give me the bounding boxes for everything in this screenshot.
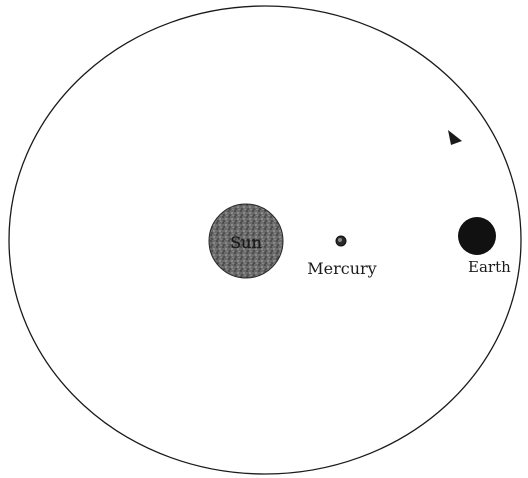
earth-label: Earth — [468, 258, 511, 276]
mercury-highlight — [338, 238, 342, 242]
orbit-direction-arrow-icon — [448, 130, 462, 145]
sun-label: Sun — [230, 233, 262, 252]
mercury-label: Mercury — [307, 259, 376, 278]
earth — [458, 217, 496, 255]
